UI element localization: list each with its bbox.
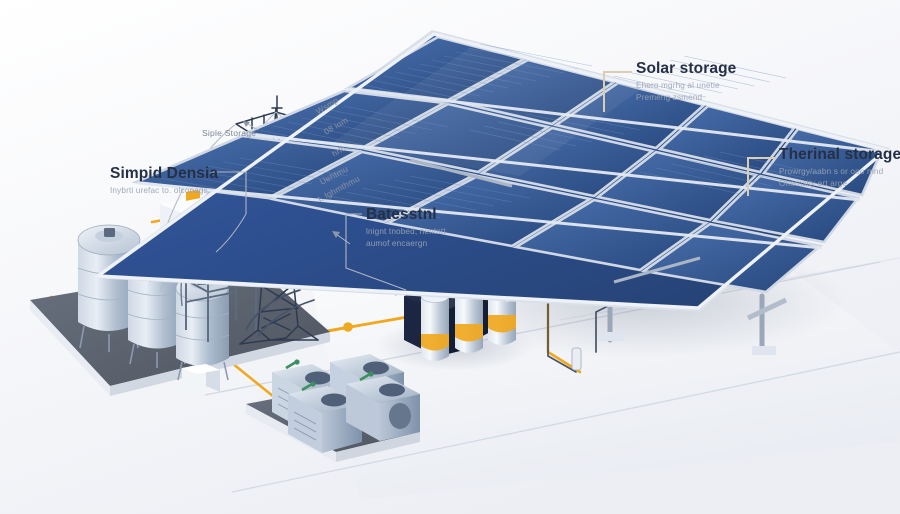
callout-title: Therinal storage <box>779 146 900 163</box>
label-siple-storage: Siple Storage <box>202 128 257 138</box>
callout-solar-storage: Solar storage Ehero mgrhg al unetie Prem… <box>636 60 736 104</box>
callout-title: Simpid Densia <box>110 165 219 182</box>
callout-simpid-densia: Simpid Densia Inybrti urefac to. olconag… <box>110 165 218 197</box>
callout-subtitle-line: aumof encaergn <box>366 238 428 248</box>
service-box <box>182 364 220 392</box>
callout-subtitle: Prowrgy/aabn s or ooo mnd Onernsity ert … <box>779 166 900 190</box>
hvac-group <box>246 354 420 462</box>
callout-subtitle-line: lnignt tnobed, nentatt <box>366 227 446 237</box>
callout-subtitle-line: Prowrgy/aabn s or ooo mnd <box>779 167 884 177</box>
junction-box <box>571 347 582 371</box>
hvac-unit <box>346 371 420 441</box>
solar-array <box>92 30 890 355</box>
callout-batesstinl: Batesstnl lnignt tnobed, nentatt aumof e… <box>366 206 446 250</box>
callout-title: Batesstnl <box>366 206 437 223</box>
callout-thermal-storage: Therinal storage Prowrgy/aabn s or ooo m… <box>779 146 900 190</box>
callout-subtitle-line: Inybrti urefac to. olconags. <box>110 186 211 196</box>
callout-subtitle: Inybrti urefac to. olconags. <box>110 185 218 197</box>
callout-leaders <box>210 71 776 291</box>
callout-subtitle: Ehero mgrhg al unetie Premeng zsmend <box>636 80 736 104</box>
callout-title: Solar storage <box>636 60 737 77</box>
callout-subtitle-line: Ehero mgrhg al unetie <box>636 81 720 91</box>
callout-subtitle: lnignt tnobed, nentatt aumof encaergn <box>366 226 446 250</box>
callout-subtitle-line: Premeng zsmend <box>636 92 703 102</box>
callout-subtitle-line: Onernsity ert arge <box>779 178 848 188</box>
